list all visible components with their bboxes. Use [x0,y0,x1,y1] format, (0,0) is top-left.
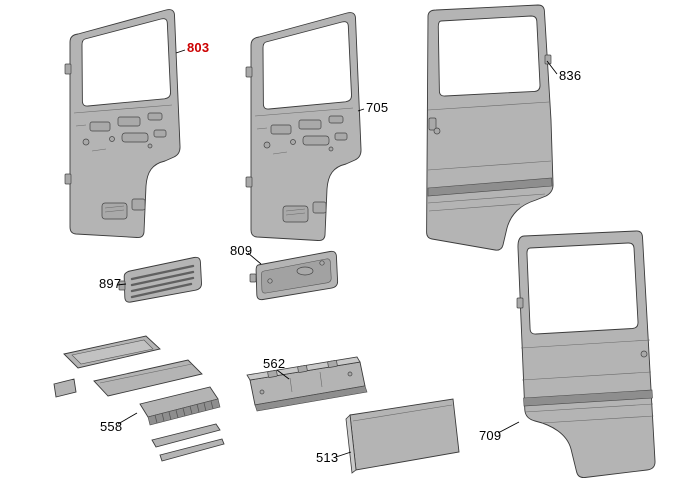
leader-line-558 [117,412,138,425]
side-panel-outline [517,230,656,479]
part-label-558[interactable]: 558 [100,419,123,434]
part-836-side-panel [426,4,554,251]
panel-creases [520,339,654,424]
part-705-door-panel [245,12,362,242]
panel-face [349,398,460,471]
grille-tab [118,280,126,291]
step-ribs [154,400,214,424]
part-label-513[interactable]: 513 [316,450,339,465]
part-558-step-assembly [53,335,225,462]
step-strip-lower [159,438,225,462]
part-label-897[interactable]: 897 [99,276,122,291]
leader-line-836 [546,60,558,75]
part-label-709[interactable]: 709 [479,428,502,443]
part-513-lower-panel [345,398,460,474]
leader-lines [116,49,558,458]
step-strip-upper [151,423,221,448]
part-809-trim-panel [249,250,339,301]
part-label-809[interactable]: 809 [230,243,253,258]
step-sheet-crease [99,363,193,384]
part-label-705[interactable]: 705 [366,100,389,115]
leader-line-809 [247,252,262,265]
trim-recess [261,258,332,294]
panel-creases [427,101,552,212]
leader-line-705 [357,108,365,112]
part-label-803[interactable]: 803 [187,40,210,55]
panel-fittings [428,54,552,135]
sill-details [259,371,353,395]
leader-line-709 [497,421,520,434]
sill-tabs [267,359,338,378]
side-panel-outline [426,4,554,251]
step-sheet [93,359,203,397]
part-label-562[interactable]: 562 [263,356,286,371]
step-bracket [53,378,77,398]
part-709-side-panel [516,230,656,479]
leader-line-562 [276,369,290,380]
rib-band [523,389,653,407]
panel-crease [352,404,453,422]
leader-line-897 [116,283,127,286]
part-label-836[interactable]: 836 [559,68,582,83]
leader-line-513 [335,451,352,458]
step-tray-rim [71,339,154,365]
rib-band [427,177,553,197]
grille-slots [130,264,195,299]
part-803-door-panel [64,9,181,239]
part-897-vent-grille [118,256,202,303]
trim-fittings [249,260,325,284]
panel-thickness-edge [345,414,357,474]
leader-line-803 [175,49,186,54]
part-562-sill-panel [246,356,368,412]
panel-fittings [516,297,648,358]
sill-lip [254,385,368,412]
